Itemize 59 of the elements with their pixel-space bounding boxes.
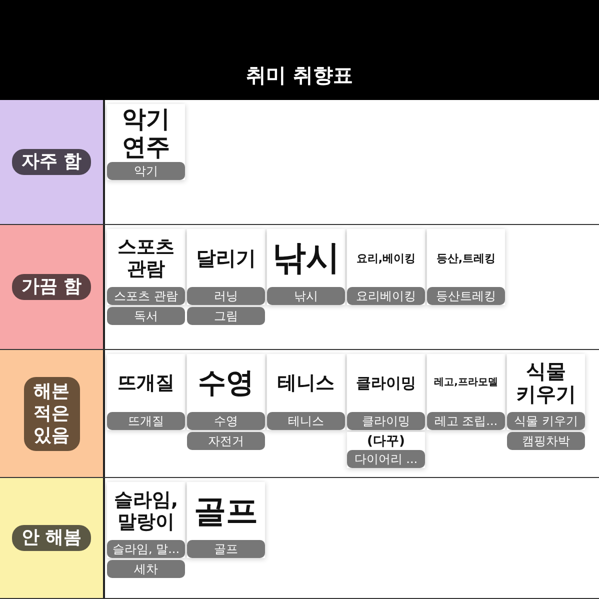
item-title: 클라이밍 xyxy=(356,374,416,392)
item-title: 테니스 xyxy=(278,372,334,394)
item-title: 스포츠 관람 xyxy=(116,236,176,280)
item-title: 수영 xyxy=(198,367,254,399)
item-card xyxy=(347,354,425,430)
tier-label: 안 해봄 xyxy=(12,525,91,551)
item-caption: 그림 xyxy=(187,307,265,325)
item-card xyxy=(107,104,185,180)
item-caption: 클라이밍 xyxy=(347,412,425,430)
item-caption: 다이어리 ... xyxy=(347,450,425,468)
item-card xyxy=(107,482,185,558)
item-card xyxy=(187,482,265,558)
tier-label: 해본 적은 있음 xyxy=(24,376,80,450)
item-caption: 식물 키우기 xyxy=(507,412,585,430)
item-caption: 레고 조립... xyxy=(427,412,505,430)
item-card xyxy=(187,229,265,305)
item-card xyxy=(267,354,345,430)
item-title: 달리기 xyxy=(196,246,256,270)
item-title: (다꾸) xyxy=(367,434,405,448)
item-card xyxy=(267,229,345,305)
item-title: 등산,트레킹 xyxy=(436,252,496,264)
item-caption: 러닝 xyxy=(187,287,265,305)
item-title: 슬라임, 말랑이 xyxy=(112,489,180,533)
item-caption: 자전거 xyxy=(187,432,265,450)
item-caption: 등산트레킹 xyxy=(427,287,505,305)
item-caption: 뜨개질 xyxy=(107,412,185,430)
item-title: 식물 키우기 xyxy=(515,360,577,406)
item-card xyxy=(187,354,265,430)
item-caption: 악기 xyxy=(107,162,185,180)
item-caption: 독서 xyxy=(107,307,185,325)
item-card xyxy=(107,354,185,430)
item-caption: 캠핑차박 xyxy=(507,432,585,450)
item-title: 낚시 xyxy=(272,238,340,278)
item-card xyxy=(107,229,185,305)
tier-row xyxy=(0,100,599,225)
item-caption: 수영 xyxy=(187,412,265,430)
tier-row xyxy=(0,350,599,478)
item-card xyxy=(347,229,425,305)
item-card xyxy=(427,229,505,305)
item-title: 레고,프라모델 xyxy=(434,377,498,389)
item-title: 요리,베이킹 xyxy=(356,252,416,264)
item-card xyxy=(507,354,585,430)
tier-row xyxy=(0,478,599,599)
tier-label: 자주 함 xyxy=(12,149,91,175)
tier-label: 가끔 함 xyxy=(12,274,91,300)
item-caption: 요리베이킹 xyxy=(347,287,425,305)
item-card xyxy=(427,354,505,430)
diagram-title: 취미 취향표 xyxy=(246,62,353,88)
item-card xyxy=(347,432,425,468)
item-caption: 스포츠 관람 xyxy=(107,287,185,305)
item-caption: 낚시 xyxy=(267,287,345,305)
item-title: 골프 xyxy=(194,492,258,530)
item-title: 뜨개질 xyxy=(118,372,174,394)
item-title: 악기 연주 xyxy=(121,105,171,161)
item-caption: 슬라임, 말... xyxy=(107,540,185,558)
item-caption: 골프 xyxy=(187,540,265,558)
tier-row xyxy=(0,225,599,350)
item-caption: 세차 xyxy=(107,560,185,578)
item-caption: 테니스 xyxy=(267,412,345,430)
